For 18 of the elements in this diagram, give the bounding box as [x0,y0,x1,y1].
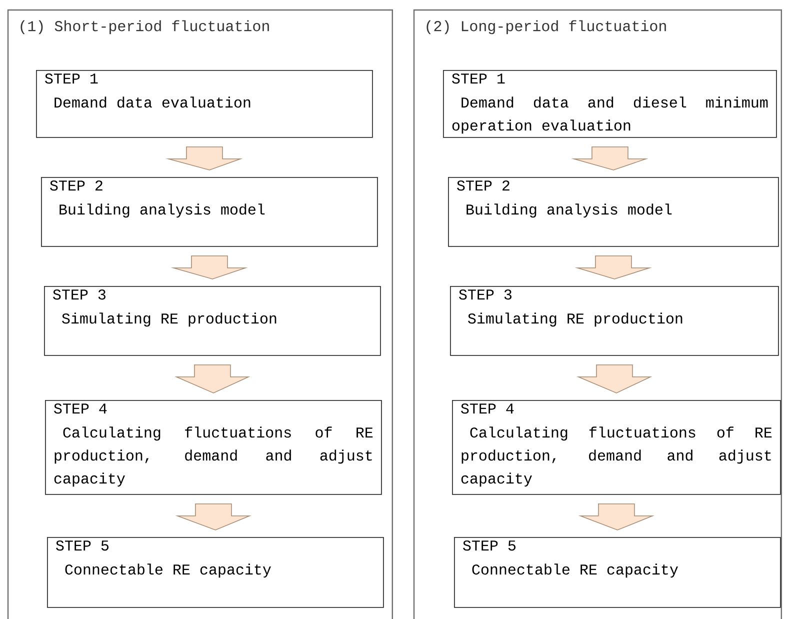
step-box: STEP 1 Demand data and diesel minimum operation evaluation [443,70,777,138]
step-box: STEP 5 Connectable RE capacity [454,537,781,608]
block-arrow [174,364,250,394]
step-box: STEP 4 Calculating fluctuations of RE production, demand and adjust capacity [452,400,781,495]
block-arrow [571,146,648,170]
block-arrow [175,504,252,530]
step-box: STEP 1 Demand data evaluation [36,70,373,138]
step-box: STEP 3 Simulating RE production [44,286,381,356]
block-arrow [578,504,655,530]
step-box: STEP 3 Simulating RE production [450,286,779,356]
step-box: STEP 5 Connectable RE capacity [47,537,384,608]
block-arrow [574,256,652,280]
step-box: STEP 2 Building analysis model [41,177,378,247]
block-arrow [165,146,243,170]
step-box: STEP 4 Calculating fluctuations of RE production, demand and adjust capacity [45,400,382,495]
block-arrow [170,256,248,280]
step-box: STEP 2 Building analysis model [448,177,779,247]
block-arrow [576,364,652,394]
